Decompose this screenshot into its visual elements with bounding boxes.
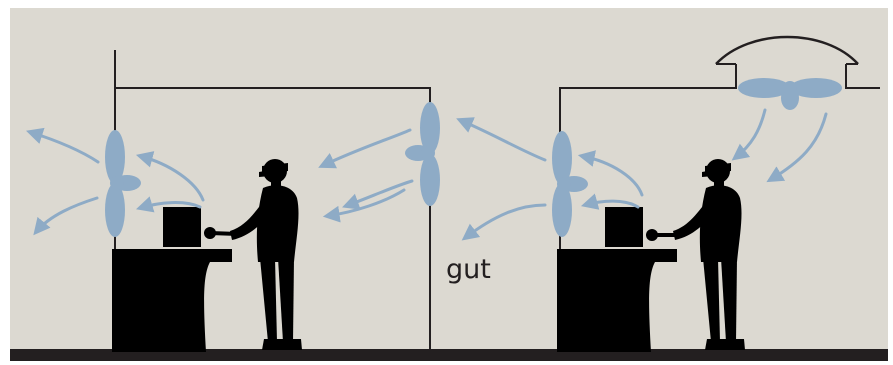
fan-icon-left-wall [105,130,141,237]
box-right [605,207,643,247]
airflow-arrows-right [456,108,828,241]
worker-silhouette-right [673,159,745,350]
floor [10,349,888,361]
airflow-arrows-left [25,127,414,236]
right-scene [456,35,880,352]
box-left [163,207,201,247]
workbench-right [557,249,677,352]
hood-arc [715,35,859,65]
fan-icon-right-wall [405,102,440,206]
fan-icon-ceiling [738,78,842,110]
fan-icon-right-scene-wall [552,131,588,237]
left-scene [25,50,440,352]
caption-label: gut [446,254,491,285]
worker-silhouette-left [230,159,302,350]
workbench-left [112,249,232,352]
